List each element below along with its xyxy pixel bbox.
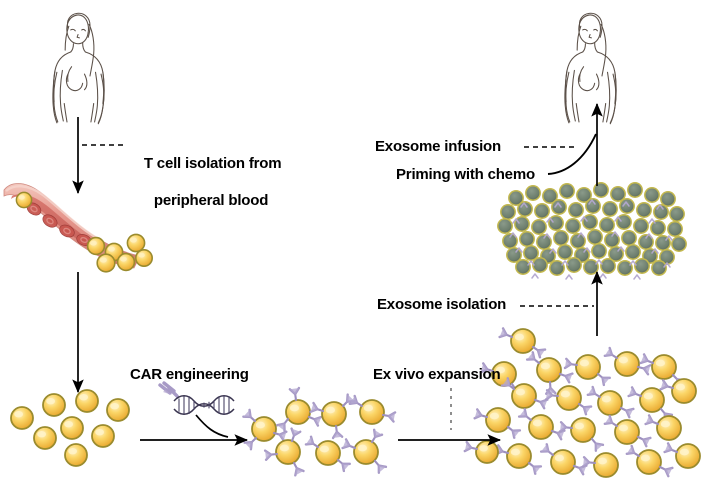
patient-recipient-figure bbox=[564, 12, 617, 125]
label-ex-vivo-expansion: Ex vivo expansion bbox=[373, 366, 501, 383]
car-t-cell-cluster-figure bbox=[242, 386, 397, 477]
expanded-car-t-population-figure bbox=[463, 327, 701, 478]
t-cells-in-vessel bbox=[15, 191, 153, 273]
label-priming-with-chemo: Priming with chemo bbox=[396, 166, 535, 183]
curve-car-engineering bbox=[195, 414, 229, 438]
dna-construct-figure bbox=[158, 381, 235, 415]
exosome-mass-figure bbox=[497, 182, 687, 280]
blood-vessel-figure bbox=[3, 183, 153, 273]
label-t-cell-isolation: T cell isolation from peripheral blood bbox=[128, 136, 282, 230]
label-t-cell-isolation-line2: peripheral blood bbox=[153, 192, 269, 210]
label-t-cell-isolation-line1: T cell isolation from bbox=[143, 154, 282, 172]
t-cell-cluster-figure bbox=[10, 389, 130, 467]
label-exosome-isolation: Exosome isolation bbox=[377, 296, 507, 313]
label-exosome-infusion: Exosome infusion bbox=[375, 138, 501, 155]
patient-donor-figure bbox=[52, 12, 105, 125]
label-car-engineering: CAR engineering bbox=[130, 366, 249, 383]
curve-priming-with-chemo bbox=[547, 133, 597, 175]
